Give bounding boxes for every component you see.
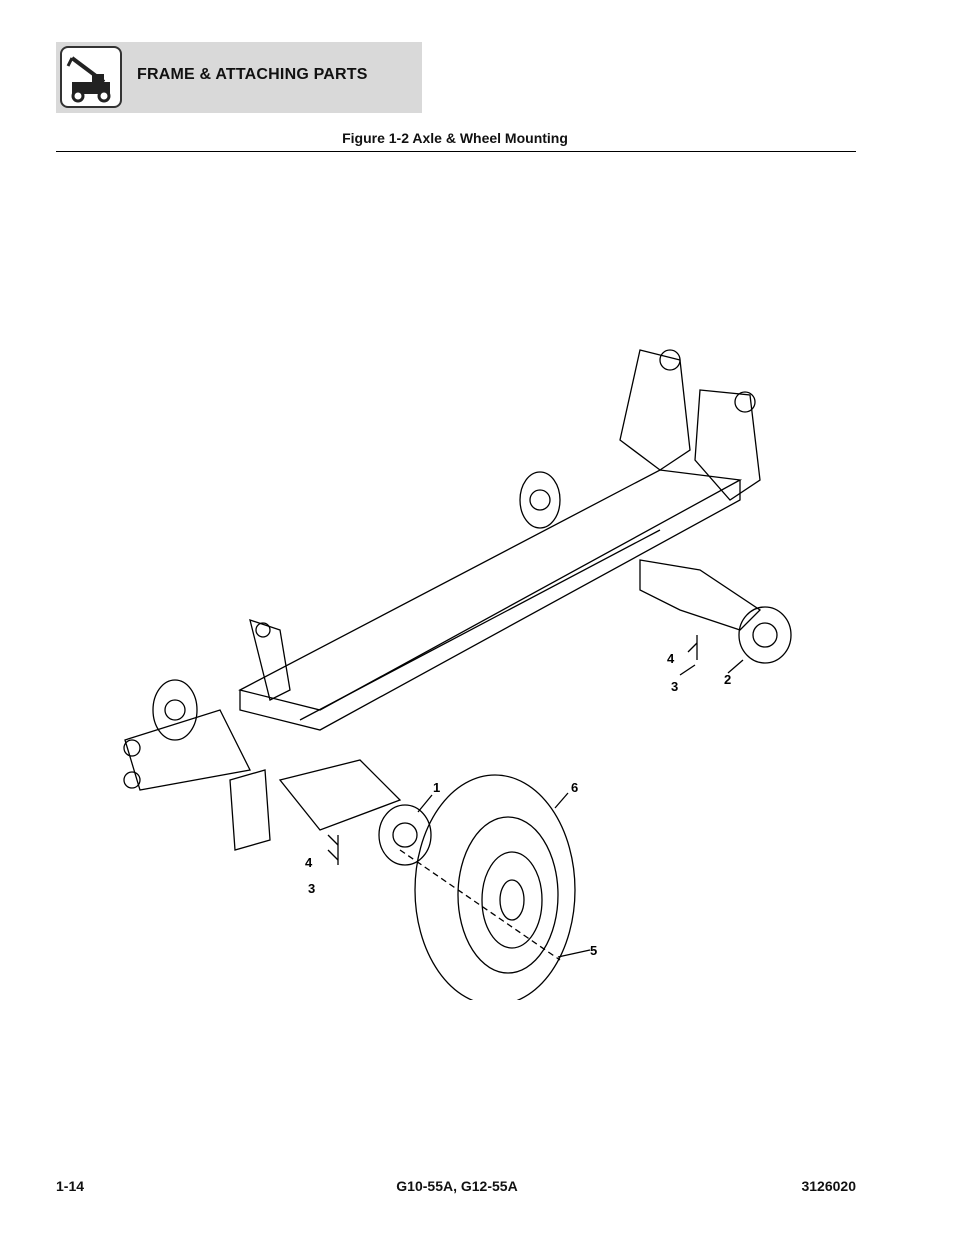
telehandler-icon <box>60 46 122 108</box>
callout-5: 5 <box>590 943 597 958</box>
figure-title: Figure 1-2 Axle & Wheel Mounting <box>342 130 568 146</box>
axle-wheel-illustration: 1 2 3 3 4 4 5 6 <box>100 330 820 1006</box>
document-number: 3126020 <box>801 1178 856 1194</box>
header-rule <box>56 151 856 152</box>
callout-3-front: 3 <box>308 881 315 896</box>
callout-4-front: 4 <box>305 855 313 870</box>
section-title: FRAME & ATTACHING PARTS <box>137 66 368 83</box>
callout-1: 1 <box>433 780 440 795</box>
callout-4-rear: 4 <box>667 651 675 666</box>
callout-3-rear: 3 <box>671 679 678 694</box>
callout-2: 2 <box>724 672 731 687</box>
page-number: 1-14 <box>56 1178 85 1194</box>
callout-6: 6 <box>571 780 578 795</box>
model-numbers: G10-55A, G12-55A <box>396 1178 518 1194</box>
